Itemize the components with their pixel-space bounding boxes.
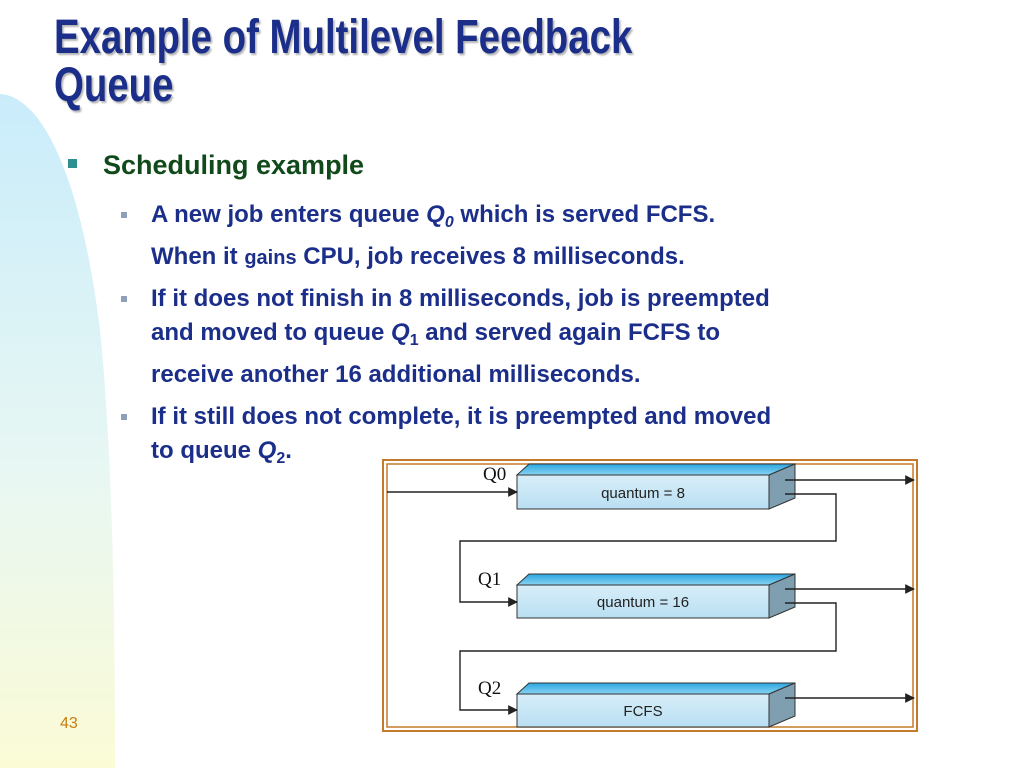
bullet-level1-text: Scheduling example <box>103 150 365 180</box>
queue-0-label: Q0 <box>483 464 506 485</box>
q1-to-q2-feedback-line <box>459 602 837 715</box>
queue-2-top <box>515 682 796 695</box>
queue-1-box-text: quantum = 16 <box>597 594 689 611</box>
title-line-2: Queue <box>54 59 174 112</box>
sub-bullet-1-line-2: When it gains CPU, job receives 8 millis… <box>151 243 685 270</box>
queue-0-box <box>516 474 770 510</box>
small-square-bullet-icon <box>121 296 127 302</box>
q0-to-q1-feedback-line <box>459 493 837 607</box>
queue-2: FCFS Q2 <box>478 678 796 728</box>
queue-1: quantum = 16 Q1 <box>478 569 796 619</box>
diagram-frame-outer <box>382 459 918 732</box>
sub-bullet-3-line-1: If it still does not complete, it is pre… <box>151 403 772 430</box>
queue-1-label: Q1 <box>478 569 501 590</box>
page-number: 43 <box>60 715 78 732</box>
bullet-level1: Scheduling example <box>68 150 364 181</box>
sub-bullet-2-line-3: receive another 16 additional millisecon… <box>151 361 641 388</box>
title-line-1: Example of Multilevel Feedback <box>54 11 633 64</box>
square-bullet-icon <box>68 159 77 168</box>
queue-2-box <box>516 693 770 728</box>
sub-bullet-1-line-1: A new job enters queue Q0 which is serve… <box>151 201 716 231</box>
side-gradient-band <box>0 94 115 768</box>
queue-1-box <box>516 584 770 619</box>
queue-1-top <box>515 573 796 586</box>
queue-2-label: Q2 <box>478 678 501 699</box>
sub-bullet-3-line-2: to queue Q2. <box>151 437 292 467</box>
slide-title: Example of Multilevel Feedback Queue <box>54 14 632 110</box>
sub-bullet-2-line-1: If it does not finish in 8 milliseconds,… <box>151 285 770 312</box>
queue-2-box-text: FCFS <box>623 703 662 720</box>
multilevel-queue-diagram: quantum = 8 Q0 quantum = 16 Q1 FCFS Q2 <box>382 459 918 732</box>
small-square-bullet-icon <box>121 414 127 420</box>
small-square-bullet-icon <box>121 212 127 218</box>
queue-0: quantum = 8 Q0 <box>483 463 796 510</box>
queue-0-box-text: quantum = 8 <box>601 485 685 502</box>
sub-bullet-2-line-2: and moved to queue Q1 and served again F… <box>151 319 721 349</box>
